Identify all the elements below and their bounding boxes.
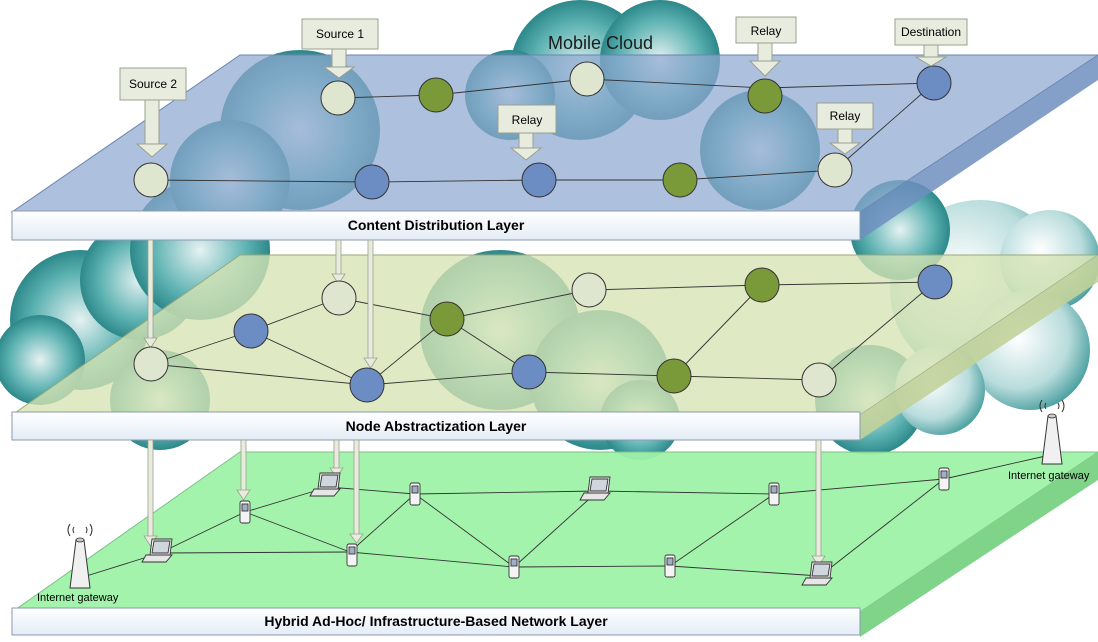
content-links bbox=[150, 78, 935, 183]
callout-source-2: Source 2 bbox=[119, 67, 187, 158]
node-relay-top bbox=[747, 78, 783, 114]
mapping-arrow bbox=[331, 239, 346, 285]
abstraction-nodes bbox=[133, 264, 953, 403]
gateway-tower-icon bbox=[1041, 415, 1063, 465]
node-relay-mid bbox=[521, 162, 557, 198]
node-relay-right bbox=[817, 152, 853, 188]
gateway-tower-icon bbox=[69, 539, 91, 589]
abstraction-layer-side bbox=[860, 255, 1098, 440]
antenna-icon bbox=[67, 523, 93, 537]
internet-gateway-right: Internet gateway bbox=[1008, 399, 1090, 482]
callout-relay-right-label: Relay bbox=[830, 109, 861, 123]
callout-source-1-label: Source 1 bbox=[316, 27, 364, 41]
node-pale bbox=[569, 61, 605, 97]
mapping-arrow bbox=[143, 239, 158, 349]
callout-relay-mid-label: Relay bbox=[512, 113, 543, 127]
callout-relay-top: Relay bbox=[735, 16, 797, 77]
content-layer-label: Content Distribution Layer bbox=[348, 217, 525, 233]
laptop-icon bbox=[141, 538, 173, 563]
callout-destination: Destination bbox=[894, 18, 968, 67]
gateway-right-label: Internet gateway bbox=[1008, 470, 1090, 482]
callout-source-1: Source 1 bbox=[301, 18, 379, 79]
phone-icon bbox=[768, 482, 780, 506]
network-links bbox=[79, 454, 1051, 579]
node-destination bbox=[916, 65, 952, 101]
internet-gateway-left: Internet gateway bbox=[37, 523, 119, 604]
mapping-arrow bbox=[363, 239, 378, 369]
callout-relay-right: Relay bbox=[816, 102, 874, 155]
network-layer-label-bar bbox=[11, 607, 861, 636]
gateway-left-label: Internet gateway bbox=[37, 592, 119, 604]
mapping-arrow bbox=[811, 439, 826, 567]
callout-source-2-label: Source 2 bbox=[129, 77, 177, 91]
node-pale bbox=[801, 362, 837, 398]
node-pale bbox=[133, 346, 169, 382]
phone-icon bbox=[346, 543, 358, 567]
node-blue bbox=[233, 313, 269, 349]
mapping-arrow bbox=[329, 439, 344, 478]
node-source-2 bbox=[133, 162, 169, 198]
node-blue bbox=[349, 367, 385, 403]
node-source-1 bbox=[320, 80, 356, 116]
node-green bbox=[662, 162, 698, 198]
mapping-arrow bbox=[236, 439, 251, 501]
laptop-icon bbox=[309, 472, 341, 497]
callout-relay-top-label: Relay bbox=[751, 24, 782, 38]
abstraction-layer-label-bar bbox=[11, 411, 861, 441]
node-green bbox=[429, 301, 465, 337]
node-pale bbox=[571, 272, 607, 308]
laptop-icon bbox=[801, 561, 833, 586]
content-layer-side bbox=[860, 55, 1098, 240]
phone-icon bbox=[664, 554, 676, 578]
mapping-arrow bbox=[349, 439, 364, 544]
callout-relay-mid: Relay bbox=[497, 104, 557, 161]
callout-destination-label: Destination bbox=[901, 25, 961, 39]
layer-mapping-arrows bbox=[143, 239, 826, 567]
network-layer-label: Hybrid Ad-Hoc/ Infrastructure-Based Netw… bbox=[264, 613, 608, 629]
phone-icon bbox=[938, 467, 950, 491]
network-devices bbox=[141, 467, 950, 586]
content-nodes bbox=[133, 61, 952, 200]
laptop-icon bbox=[579, 476, 611, 501]
phone-icon bbox=[409, 482, 421, 506]
abstraction-links bbox=[150, 281, 936, 386]
phone-icon bbox=[508, 555, 520, 579]
phone-icon bbox=[239, 500, 251, 524]
node-blue bbox=[917, 264, 953, 300]
cloud-title: Mobile Cloud bbox=[548, 33, 653, 53]
network-layer-side bbox=[860, 452, 1098, 637]
node-pale bbox=[321, 280, 357, 316]
node-green bbox=[656, 358, 692, 394]
antenna-icon bbox=[1039, 399, 1065, 413]
node-green bbox=[744, 267, 780, 303]
node-green bbox=[418, 77, 454, 113]
abstraction-layer-label: Node Abstractization Layer bbox=[346, 418, 527, 434]
network-layer-plane bbox=[10, 451, 1098, 613]
content-layer-label-bar bbox=[11, 210, 861, 241]
node-blue bbox=[354, 164, 390, 200]
node-blue bbox=[511, 354, 547, 390]
